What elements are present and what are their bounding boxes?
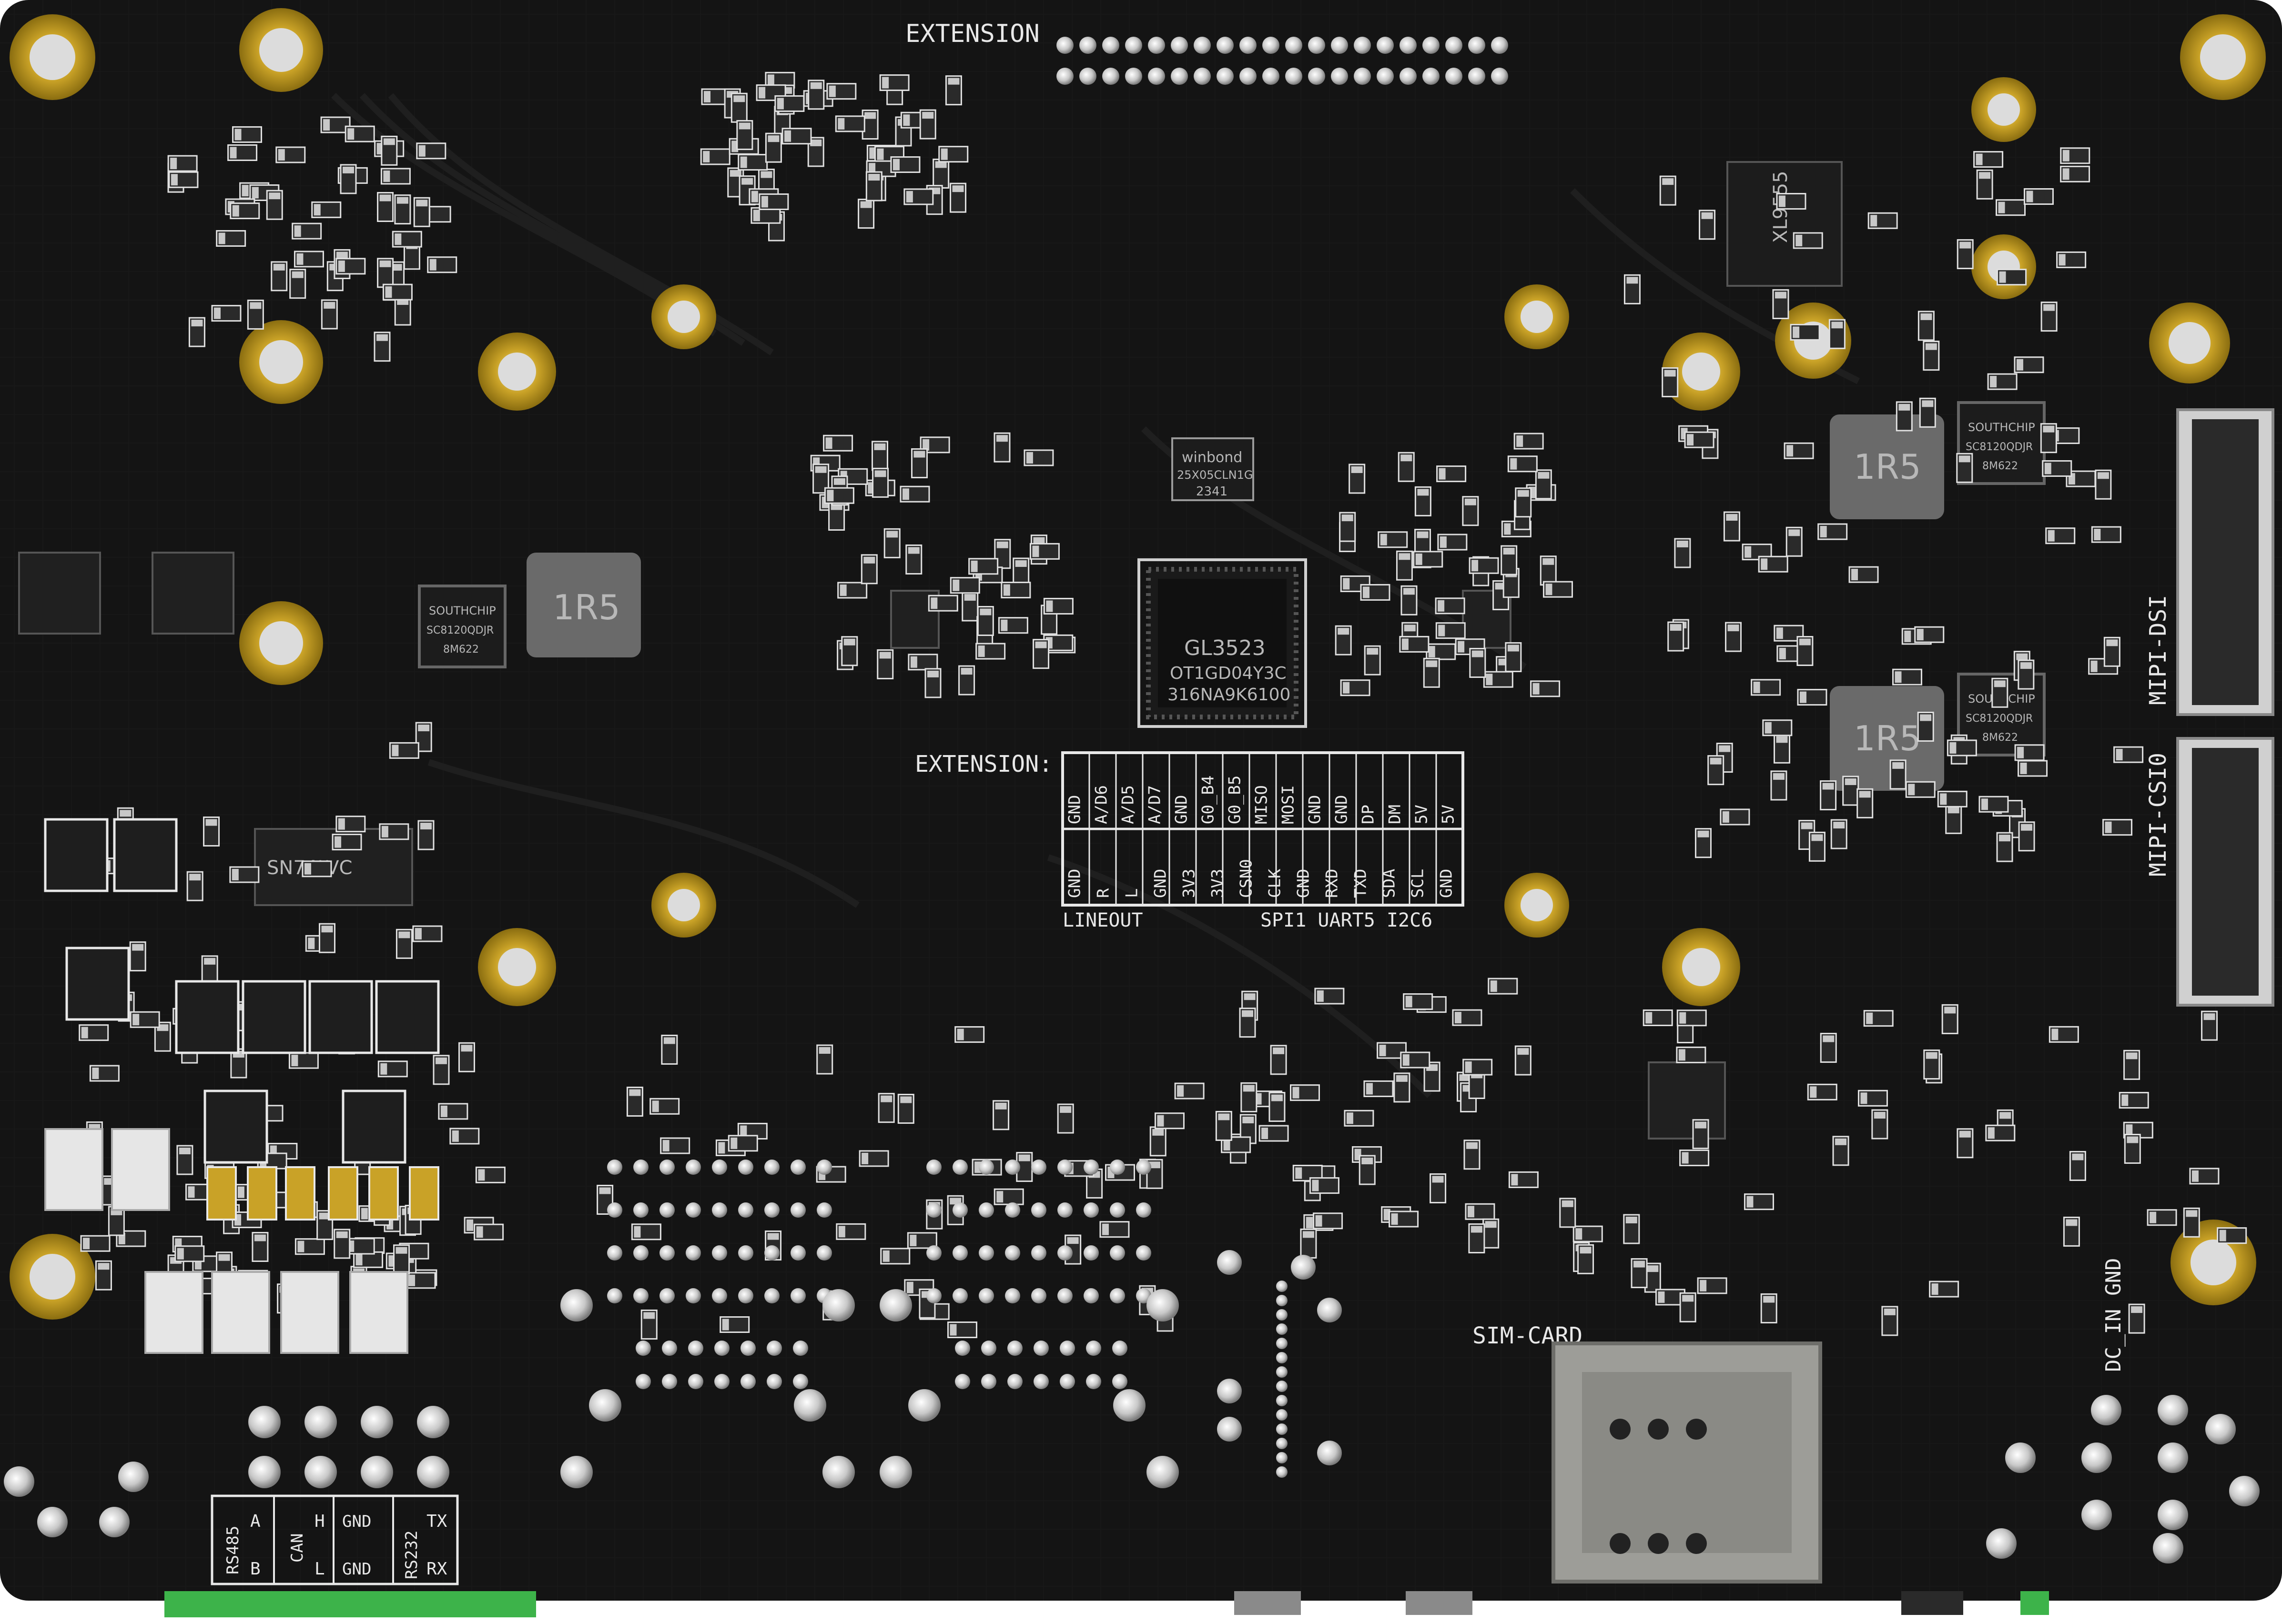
pin-label-top: 5V bbox=[1439, 805, 1458, 824]
pin-label-bottom: GND bbox=[1065, 869, 1084, 898]
flash-chip: winbond 25X05CLN1G 2341 bbox=[1171, 437, 1254, 501]
mipi-connectors bbox=[2176, 408, 2274, 1007]
pin-label-bottom: 3V3 bbox=[1208, 869, 1227, 898]
extension-top-label: EXTENSION bbox=[905, 20, 1040, 48]
pin-label-top: G0_B5 bbox=[1225, 776, 1244, 824]
pin-label-bottom: CLK bbox=[1265, 868, 1284, 898]
flash-part: 25X05CLN1G bbox=[1177, 468, 1253, 482]
sim-card-slot: SIM-CARD bbox=[1472, 1322, 1822, 1584]
mipi-csi-label: MIPI-CSI0 bbox=[2145, 753, 2171, 877]
pin-label-bottom: SDA bbox=[1379, 869, 1399, 898]
green-led bbox=[2020, 1591, 2049, 1615]
extension-header-pins bbox=[1056, 37, 1508, 85]
main-ic-line3: 316NA9K6100 bbox=[1167, 685, 1290, 705]
through-hole-pads bbox=[4, 1160, 2260, 1563]
pmic-2-brand: SOUTHCHIP bbox=[1968, 421, 2035, 434]
extension-mid-label: EXTENSION: bbox=[915, 751, 1053, 777]
gold-mounting-holes bbox=[10, 8, 2266, 1320]
main-ic-line1: GL3523 bbox=[1184, 636, 1266, 660]
pin-label-top: G0_B4 bbox=[1198, 776, 1217, 824]
mipi-dsi-label: MIPI-DSI bbox=[2145, 595, 2171, 705]
pmic-2-date: 8M622 bbox=[1982, 460, 2018, 472]
dc-in-label: DC_IN bbox=[2101, 1309, 2126, 1372]
pin-label-bottom: GND bbox=[1294, 869, 1313, 898]
term-rs232-rx: RX bbox=[426, 1559, 447, 1579]
pin-label-bottom: SCL bbox=[1408, 869, 1427, 898]
pin-label-top: GND bbox=[1332, 795, 1351, 824]
pmic-3-date: 8M622 bbox=[1982, 732, 2018, 744]
pin-label-top: GND bbox=[1065, 795, 1084, 824]
pin-label-bottom: RXD bbox=[1322, 869, 1341, 898]
term-rs485-a: A bbox=[250, 1512, 261, 1531]
io-expander-chip: XL9555 bbox=[1726, 161, 1843, 287]
pmic-3-part: SC8120QDJR bbox=[1966, 713, 2033, 725]
term-gnd-bottom: GND bbox=[342, 1560, 371, 1579]
term-can-h: H bbox=[314, 1512, 325, 1531]
green-terminal-block bbox=[164, 1591, 536, 1617]
bottom-connector-right bbox=[1901, 1591, 1963, 1615]
pin-label-top: GND bbox=[1172, 795, 1191, 824]
pin-label-top: A/D5 bbox=[1118, 785, 1137, 824]
pmic-1-date: 8M622 bbox=[443, 644, 479, 656]
flash-date: 2341 bbox=[1196, 484, 1227, 499]
pin-label-top: A/D7 bbox=[1145, 785, 1164, 824]
pin-label-top: GND bbox=[1305, 795, 1324, 824]
smd-passives bbox=[44, 71, 2247, 1354]
pin-label-bottom: TXD bbox=[1351, 869, 1370, 898]
flash-brand: winbond bbox=[1182, 449, 1242, 466]
pmic-2-part: SC8120QDJR bbox=[1966, 441, 2033, 453]
main-ic-line2: OT1GD04Y3C bbox=[1170, 664, 1287, 683]
bottom-connector-mid bbox=[1406, 1591, 1472, 1615]
usb-hub-ic: GL3523 OT1GD04Y3C 316NA9K6100 bbox=[1137, 558, 1307, 728]
term-can-group: CAN bbox=[288, 1533, 307, 1563]
term-rs232-group: RS232 bbox=[402, 1531, 421, 1579]
pin-label-bottom: GND bbox=[1151, 869, 1170, 898]
bottom-connector-left bbox=[1234, 1591, 1301, 1615]
pin-label-top: 5V bbox=[1412, 805, 1431, 824]
term-gnd-top: GND bbox=[342, 1512, 371, 1531]
term-rs485-b: B bbox=[250, 1559, 261, 1579]
term-rs485-group: RS485 bbox=[223, 1526, 243, 1574]
pin-label-bottom: L bbox=[1122, 888, 1141, 898]
terminal-label-box: RS485 A B CAN H L GND GND RS232 TX RX bbox=[211, 1494, 459, 1585]
pmic-1-brand: SOUTHCHIP bbox=[429, 604, 496, 617]
inductor-3-label: 1R5 bbox=[1854, 718, 1921, 758]
pin-label-top: DP bbox=[1359, 805, 1378, 824]
term-rs232-tx: TX bbox=[426, 1512, 447, 1531]
pin-label-top: MOSI bbox=[1278, 785, 1298, 824]
spi-uart-i2c-label: SPI1 UART5 I2C6 bbox=[1260, 909, 1432, 931]
lineout-label: LINEOUT bbox=[1063, 909, 1143, 931]
inductor-2-label: 1R5 bbox=[1854, 447, 1921, 487]
pin-label-bottom: CSN0 bbox=[1237, 859, 1256, 898]
pin-label-bottom: 3V3 bbox=[1179, 869, 1198, 898]
pin-label-top: A/D6 bbox=[1092, 785, 1111, 824]
term-can-l: L bbox=[314, 1559, 325, 1579]
dc-gnd-label: GND bbox=[2101, 1258, 2126, 1296]
inductor-1-label: 1R5 bbox=[553, 587, 620, 627]
pin-label-top: DM bbox=[1385, 805, 1404, 824]
pmic-1-part: SC8120QDJR bbox=[426, 625, 494, 636]
pin-label-bottom: R bbox=[1094, 888, 1113, 898]
pin-label-bottom: GND bbox=[1437, 869, 1456, 898]
inductors: 1R5 1R5 1R5 bbox=[527, 414, 1944, 791]
pin-label-top: MISO bbox=[1252, 785, 1271, 824]
